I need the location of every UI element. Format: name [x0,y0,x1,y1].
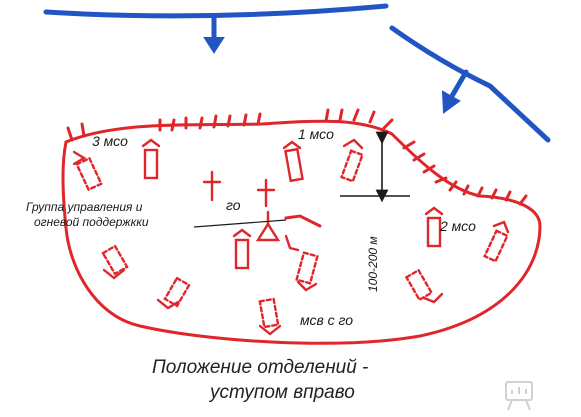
distance-indicator [340,131,410,203]
enemy-line-right [389,25,551,143]
label-squad-2: 2 мсо [439,218,476,234]
label-distance: 100-200 м [366,236,380,292]
squad-3-vehicles [72,138,161,192]
squad-1-vehicles [282,138,364,183]
label-squad-1: 1 мсо [298,126,334,142]
platoon-boundary [61,119,542,345]
presentation-board-icon [505,381,533,411]
caption-line-1: Положение отделений - [152,357,368,378]
control-group-symbols [202,170,322,270]
squad-2-vehicles [424,206,510,263]
label-control-group-line2: огневой поддержкки [34,215,149,229]
enemy-arrow-right-head [441,90,461,114]
enemy-arrow-right-shaft [449,69,469,99]
label-go-center: го [226,197,241,213]
caption-line-2: уступом вправо [208,382,355,403]
enemy-line-top [43,3,389,19]
label-control-group-line1: Группа управления и [26,200,143,214]
enemy-positions [43,3,551,143]
rear-positions [101,244,444,336]
label-platoon: мсв с го [300,312,353,328]
control-group-pointer [193,219,287,228]
label-squad-3: 3 мсо [92,133,128,149]
trench-ticks [66,108,528,206]
platoon-outline [61,108,542,345]
own-units [72,138,510,336]
enemy-arrow-top-head [203,37,225,54]
